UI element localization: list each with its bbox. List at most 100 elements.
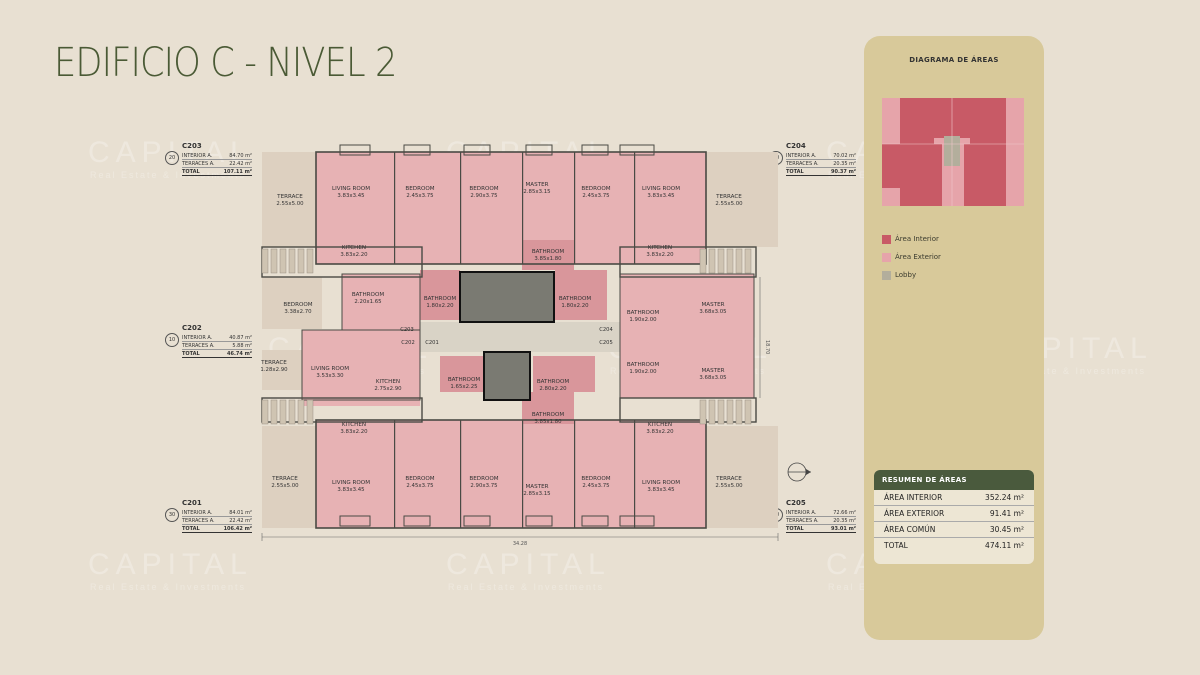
unit-row: INTERIOR A.40.87 m² [182, 334, 252, 342]
room-name-bathroom: BATHROOM [352, 292, 385, 298]
unit-row: TERRACES A.22.42 m² [182, 517, 252, 525]
wall-panel [735, 399, 743, 425]
window-frame [403, 515, 431, 527]
room-dimension: 2.85x3.15 [523, 189, 550, 195]
room-dimension: 3.83x2.20 [646, 429, 674, 435]
unit-number: 30 [165, 508, 179, 522]
room-dimension: 1.90x2.00 [629, 369, 657, 375]
diagram-interior-block [900, 98, 934, 144]
bathroom-zone [420, 270, 460, 320]
unit-tag-c205: C205 [599, 340, 613, 346]
room-name-kitchen: KITCHEN [376, 379, 400, 385]
wall-panel [297, 248, 305, 274]
terrace-zone [700, 426, 778, 528]
room-dimension: 2.90x3.75 [470, 483, 497, 489]
room-name-living-room: LIVING ROOM [642, 186, 680, 192]
room-name-terrace: TERRACE [715, 194, 742, 200]
room-dimension: 2.55x5.00 [715, 201, 743, 207]
wall-line [634, 152, 636, 264]
room-name-terrace: TERRACE [276, 194, 303, 200]
room-name-living-room: LIVING ROOM [332, 480, 370, 486]
bathroom-zone [440, 356, 484, 392]
window-frame [619, 515, 655, 527]
room-dimension: 2.90x3.75 [470, 193, 497, 199]
wall-line [394, 420, 396, 528]
north-arrow-icon [787, 462, 811, 482]
wall-panel [717, 399, 725, 425]
room-dimension: 3.85x1.80 [534, 256, 562, 262]
room-dimension: 3.83x3.45 [647, 487, 674, 493]
interior-zone [302, 330, 420, 406]
room-dimension: 1.28x2.90 [260, 367, 288, 373]
room-name-bedroom: BEDROOM [581, 186, 610, 192]
window-frame [525, 515, 553, 527]
wall-panel [726, 248, 734, 274]
room-dimension: 1.90x2.00 [629, 317, 657, 323]
wall-panel [288, 399, 296, 425]
wall-line [522, 152, 524, 264]
room-name-kitchen: KITCHEN [648, 422, 672, 428]
room-name-living-room: LIVING ROOM [642, 480, 680, 486]
wall-line [574, 420, 576, 528]
room-name-kitchen: KITCHEN [342, 422, 366, 428]
interior-zone [620, 274, 754, 398]
unit-number: 20 [165, 151, 179, 165]
room-dimension: 1.80x2.20 [426, 303, 454, 309]
wall-line [394, 152, 396, 264]
legend-swatch [882, 234, 891, 244]
elevator-core [459, 271, 555, 323]
room-name-bathroom: BATHROOM [424, 296, 457, 302]
room-name-bathroom: BATHROOM [532, 412, 565, 418]
diagram-title: DIAGRAMA DE ÁREAS [909, 56, 999, 64]
room-dimension: 3.85x1.80 [534, 419, 562, 425]
room-dimension: 2.75x2.90 [374, 386, 402, 392]
room-name-bathroom: BATHROOM [627, 310, 660, 316]
wall-panel [288, 248, 296, 274]
wall-line [522, 420, 524, 528]
room-name-master: MASTER [525, 182, 548, 188]
legend-item-interior: Área Interior [882, 230, 941, 248]
room-name-terrace: TERRACE [260, 360, 287, 366]
room-name-bathroom: BATHROOM [559, 296, 592, 302]
unit-row: INTERIOR A.84.70 m² [182, 152, 252, 160]
wall-line [634, 420, 636, 528]
room-name-living-room: LIVING ROOM [311, 366, 349, 372]
diagram-legend: Área Interior Área Exterior Lobby [882, 230, 941, 284]
room-dimension: 2.55x5.00 [271, 483, 299, 489]
height-dimension-label: 18.70 [764, 340, 770, 354]
room-name-living-room: LIVING ROOM [332, 186, 370, 192]
wall-outline [301, 329, 421, 401]
interior-zone [316, 420, 706, 528]
room-dimension: 1.80x2.20 [561, 303, 589, 309]
room-dimension: 3.68x3.05 [699, 309, 726, 315]
legend-label: Lobby [895, 271, 917, 279]
room-name-bathroom: BATHROOM [448, 377, 481, 383]
window-frame [525, 144, 553, 156]
window-frame [581, 515, 609, 527]
unit-row: TERRACES A.22.42 m² [182, 160, 252, 168]
legend-item-lobby: Lobby [882, 266, 941, 284]
unit-number: 10 [165, 333, 179, 347]
wall-line [460, 152, 462, 264]
room-name-bathroom: BATHROOM [532, 249, 565, 255]
wall-outline [315, 151, 707, 265]
bathroom-zone [555, 270, 607, 320]
room-dimension: 3.68x3.05 [699, 375, 726, 381]
wall-panel [717, 248, 725, 274]
window-frame [581, 144, 609, 156]
window-frame [463, 144, 491, 156]
wall-panel [735, 248, 743, 274]
unit-tag-c203: C203 [400, 327, 414, 333]
legend-swatch [882, 252, 891, 262]
room-name-bedroom: BEDROOM [581, 476, 610, 482]
room-name-kitchen: KITCHEN [342, 245, 366, 251]
wall-panel [261, 248, 269, 274]
room-dimension: 2.55x5.00 [715, 483, 743, 489]
